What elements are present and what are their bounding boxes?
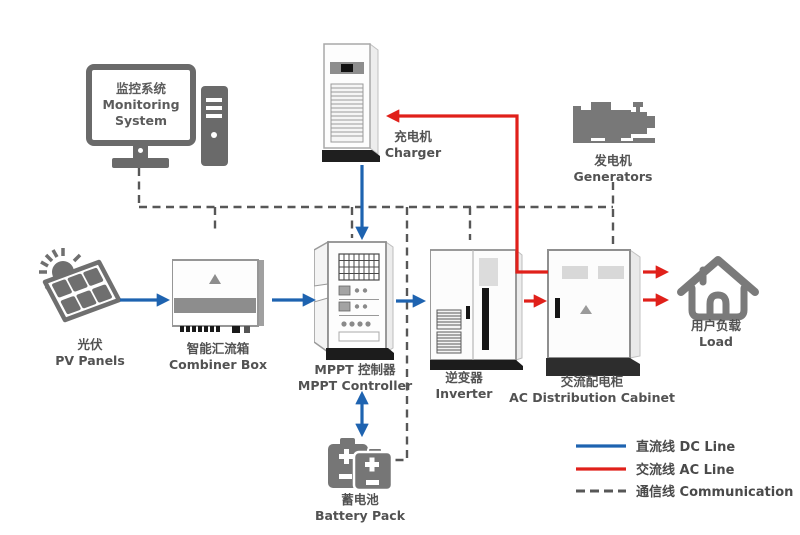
solar-panel-icon: [42, 259, 122, 323]
inverter-icon: [430, 248, 523, 370]
legend-row-comm: 通信线 Communication: [575, 481, 793, 500]
tower-slot: [206, 98, 222, 102]
charger-label: 充电机 Charger: [384, 129, 442, 160]
legend-row-dc: 直流线 DC Line: [575, 436, 735, 455]
pv-label: 光伏 PV Panels: [55, 337, 125, 368]
mppt-label: MPPT 控制器 MPPT Controller: [297, 362, 413, 393]
load-house-icon: [677, 256, 759, 321]
load-label: 用户负载 Load: [690, 318, 741, 349]
monitor-screen-line-en2: System: [114, 113, 168, 128]
communication-line-sample: [576, 489, 626, 492]
legend-row-ac: 交流线 AC Line: [575, 459, 734, 478]
mppt-controller-icon: [314, 240, 394, 360]
inverter-label: 逆变器 Inverter: [435, 370, 493, 401]
monitor-icon: 监控系统 Monitoring System: [86, 64, 196, 146]
legend-comm-label: 通信线 Communication: [636, 485, 794, 500]
pv-panels-icon: [39, 248, 122, 323]
tower-power-dot: [211, 132, 217, 138]
tower-slot: [206, 114, 222, 118]
battery-label: 蓄电池 Battery Pack: [314, 492, 406, 523]
pc-tower-icon: [201, 86, 228, 166]
dc-line-sample: [576, 443, 626, 448]
tower-slot: [206, 106, 222, 110]
combiner-label: 智能汇流箱 Combiner Box: [168, 341, 268, 372]
charger-icon: [322, 43, 380, 162]
legend-dc-label: 直流线 DC Line: [636, 440, 736, 455]
generators-label: 发电机 Generators: [573, 153, 653, 184]
monitor-screen-line-zh: 监控系统: [115, 81, 166, 96]
generators-icon: [573, 102, 655, 143]
monitor-screen-line-en1: Monitoring: [102, 97, 180, 112]
ac-distribution-cabinet-icon: [546, 249, 641, 376]
monitor-stand-dot: [138, 148, 143, 153]
ac-cabinet-label: 交流配电柜 AC Distribution Cabinet: [509, 374, 675, 405]
monitor-stand-icon: [133, 146, 148, 159]
ac-line-sample: [576, 466, 626, 471]
combiner-box-icon: [172, 259, 264, 333]
monitor-base-icon: [112, 158, 169, 168]
legend-ac-label: 交流线 AC Line: [636, 463, 735, 478]
battery-pack-icon: [328, 438, 394, 492]
